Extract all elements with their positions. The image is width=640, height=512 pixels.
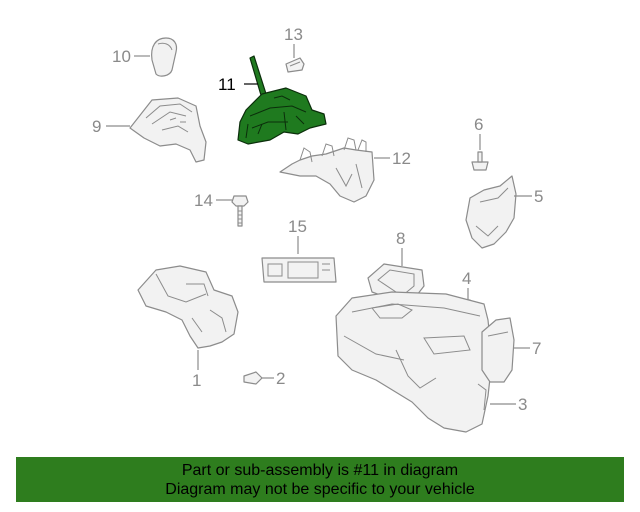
callout-7: 7	[532, 339, 541, 358]
callout-9: 9	[92, 117, 101, 136]
part-10-shift-knob[interactable]	[151, 37, 178, 77]
part-6-push-pin[interactable]	[471, 151, 489, 171]
callout-6: 6	[474, 115, 483, 134]
callout-8: 8	[396, 229, 405, 248]
part-12-bracket[interactable]	[279, 137, 375, 203]
parts-diagram: 10 13 9 11 6 12	[92, 25, 543, 433]
part-11-shifter-assembly[interactable]	[237, 55, 327, 145]
banner-line-2: Diagram may not be specific to your vehi…	[165, 481, 475, 498]
callout-2: 2	[276, 369, 285, 388]
callout-13: 13	[284, 25, 303, 44]
part-5-bracket[interactable]	[465, 175, 517, 249]
callout-3: 3	[518, 395, 527, 414]
part-13-clip[interactable]	[285, 57, 305, 73]
callout-11: 11	[218, 75, 236, 94]
part-3-center-console[interactable]	[335, 291, 493, 433]
callout-10: 10	[112, 47, 131, 66]
part-14-bolt[interactable]	[231, 195, 249, 227]
callout-5: 5	[534, 187, 543, 206]
part-9-shift-bezel[interactable]	[129, 97, 207, 163]
part-15-module[interactable]	[261, 257, 337, 283]
callout-14: 14	[194, 191, 213, 210]
part-7-lid[interactable]	[481, 317, 515, 383]
info-banner: Part or sub-assembly is #11 in diagram D…	[16, 457, 624, 502]
callout-4: 4	[462, 269, 471, 288]
callout-1: 1	[192, 371, 201, 390]
banner-line-1: Part or sub-assembly is #11 in diagram	[181, 462, 459, 479]
callout-12: 12	[392, 149, 411, 168]
part-1-console-base[interactable]	[137, 265, 239, 349]
part-2-fastener[interactable]	[243, 371, 263, 385]
callout-15: 15	[288, 217, 307, 236]
